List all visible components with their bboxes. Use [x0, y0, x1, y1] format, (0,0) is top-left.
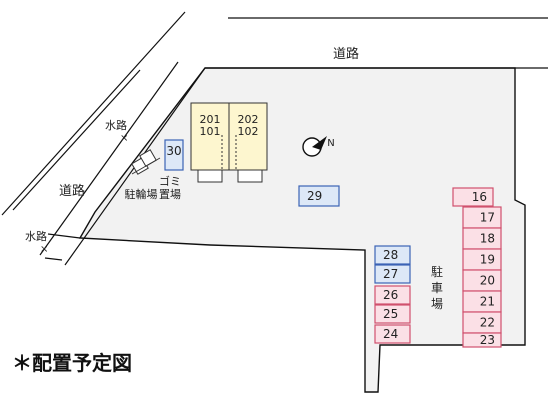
unit-101-label: 101 [200, 125, 221, 138]
waterway-upper-label-x: × [120, 133, 128, 144]
parking-space-19: 19 [462, 248, 502, 271]
parking-space-number: 17 [480, 211, 495, 225]
garbage-area-line-2: 置場 [159, 188, 181, 201]
parking-space-number: 24 [383, 327, 398, 341]
parking-space-29: 29 [298, 185, 340, 207]
parking-space-number: 22 [480, 316, 495, 330]
parking-space-24: 24 [374, 324, 411, 344]
building-unit-right [228, 102, 268, 171]
parking-space-20: 20 [462, 269, 502, 292]
parking-space-box [374, 245, 411, 265]
parking-space-box [374, 324, 411, 344]
parking-space-number: 25 [383, 307, 398, 321]
parking-space-box [298, 185, 340, 207]
waterway-upper-label: 水路 [105, 119, 127, 132]
parking-label-char: 車 [431, 281, 443, 295]
parking-space-box [462, 332, 502, 348]
parking-space-21: 21 [462, 290, 502, 313]
parking-space-number: 28 [383, 248, 398, 262]
waterway-lower-edge-2 [44, 257, 63, 261]
garbage-area-line-1: ゴミ [159, 174, 181, 188]
parking-space-23: 23 [462, 332, 502, 348]
parking-label: 駐車場 [431, 264, 443, 311]
unit-102-label: 102 [238, 125, 259, 138]
parking-space-28: 28 [374, 245, 411, 265]
parking-space-16: 16 [452, 187, 494, 207]
left-road-edge-1 [1, 11, 186, 216]
parking-space-number: 23 [480, 333, 495, 347]
parking-space-18: 18 [462, 227, 502, 250]
parking-space-number: 29 [307, 189, 322, 203]
parking-space-number: 26 [383, 288, 398, 302]
parking-space-number: 30 [166, 144, 181, 158]
site-lot [78, 67, 526, 393]
parking-space-number: 21 [480, 295, 495, 309]
garbage-area-label: ゴミ置場 [159, 174, 181, 201]
parking-space-27: 27 [374, 264, 411, 284]
parking-spaces: 30 29 28 27 16 17 18 19 20 21 22 23 26 25 24 [164, 139, 502, 348]
unit-202-label: 202 [238, 113, 259, 126]
building-steps-left [197, 169, 223, 183]
parking-space-box [164, 139, 184, 171]
unit-201-label: 201 [200, 113, 221, 126]
parking-space-22: 22 [462, 311, 502, 334]
parking-space-number: 16 [472, 190, 487, 204]
parking-label-char: 場 [431, 297, 443, 311]
parking-space-number: 18 [480, 232, 495, 246]
top-road-label: 道路 [333, 46, 359, 62]
parking-space-box [452, 187, 494, 207]
waterway-lower-label-x: × [40, 244, 48, 255]
left-road-label: 道路 [59, 183, 85, 199]
compass-icon: N [302, 136, 335, 157]
parking-space-box [374, 285, 411, 305]
plan-title: ＊配置予定図 [12, 351, 132, 375]
bicycle-parking-label: 駐輪場 [125, 187, 158, 201]
parking-space-number: 20 [480, 274, 495, 288]
parking-space-box [374, 304, 411, 324]
parking-space-25: 25 [374, 304, 411, 324]
compass-label: N [327, 138, 334, 149]
parking-space-number: 19 [480, 253, 495, 267]
waterway-lower-label: 水路 [25, 230, 47, 243]
parking-space-box [374, 264, 411, 284]
waterway-lower-edge-1 [47, 233, 81, 239]
parking-space-number: 27 [383, 267, 398, 281]
bicycle-parking-icon [131, 149, 161, 175]
left-road-edge-2 [12, 69, 141, 211]
parking-space-26: 26 [374, 285, 411, 305]
left-road-edge-3 [39, 61, 179, 256]
parking-space-30: 30 [164, 139, 184, 171]
parking-label-char: 駐 [431, 264, 443, 279]
building-steps-right [237, 169, 263, 183]
parking-space-17: 17 [462, 206, 502, 229]
